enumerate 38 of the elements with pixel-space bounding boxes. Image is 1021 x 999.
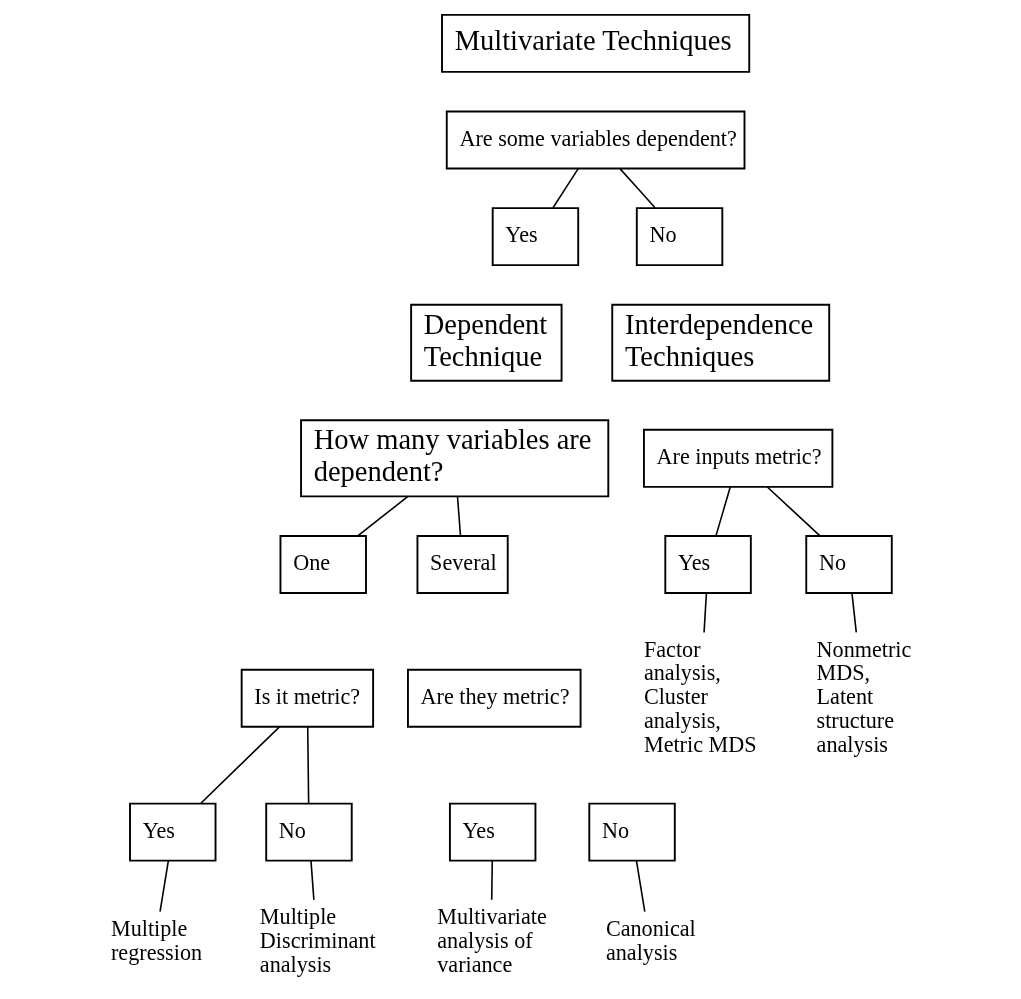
node-box: Yes — [664, 534, 752, 594]
node-box: Dependent Technique — [410, 303, 563, 382]
node-box: No — [265, 802, 353, 862]
connector — [635, 859, 646, 913]
node-box: Are inputs metric? — [642, 428, 834, 488]
connector — [310, 859, 315, 901]
node-text: Multiple regression — [111, 916, 203, 965]
node-box: How many variables are dependent? — [300, 419, 610, 498]
node-box: Several — [416, 534, 509, 594]
node-box: Interdependence Techniques — [611, 303, 831, 382]
connector — [357, 495, 409, 537]
node-box: Are some variables dependent? — [445, 110, 746, 170]
node-text: Multivariate analysis of variance — [437, 904, 547, 977]
node-box: One — [279, 534, 367, 594]
node-box: No — [805, 534, 893, 594]
node-box: No — [635, 207, 724, 267]
node-box: Are they metric? — [407, 668, 582, 728]
connector — [199, 726, 281, 805]
connector — [766, 486, 821, 537]
connector — [619, 167, 656, 209]
connector — [490, 859, 494, 901]
connector — [552, 167, 579, 209]
node-text: Nonmetric MDS, Latent structure analysis — [816, 636, 912, 757]
node-text: Multiple Discriminant analysis — [259, 904, 376, 977]
node-box: Yes — [129, 802, 217, 862]
connector — [159, 859, 170, 913]
node-box: Yes — [491, 207, 580, 267]
connector — [851, 592, 858, 634]
connector — [456, 495, 462, 537]
node-box: Yes — [448, 802, 537, 862]
connector — [715, 486, 732, 537]
connector — [703, 592, 708, 634]
node-text: Canonical analysis — [605, 916, 696, 965]
connector — [306, 726, 310, 805]
node-box: Is it metric? — [240, 668, 375, 728]
node-box: No — [588, 802, 676, 862]
node-box: Multivariate Techniques — [441, 13, 751, 73]
node-text: Factor analysis, Cluster analysis, Metric MDS — [643, 636, 757, 757]
